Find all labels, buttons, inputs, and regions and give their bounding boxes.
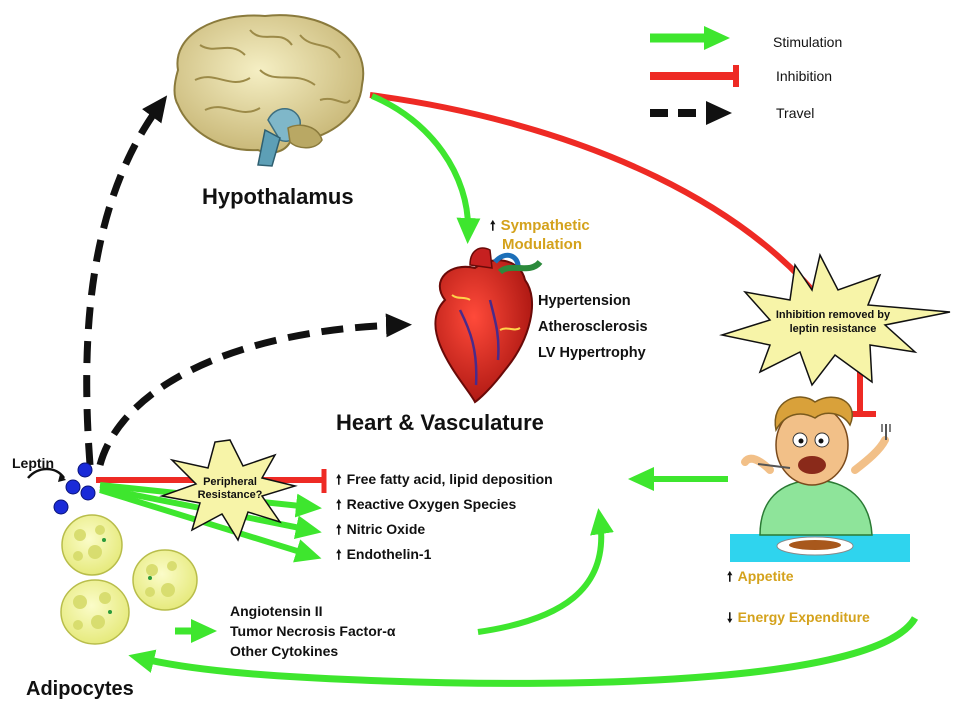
cytokines-list: Angiotensin II Tumor Necrosis Factor-α O… [230,601,396,661]
adipocyte-cluster [61,515,197,644]
adipocytes-label: Adipocytes [26,678,134,701]
leptin-to-brain-travel-arrow [87,105,160,465]
legend-travel-label: Travel [776,105,814,121]
energy-expenditure-label: 🠗Energy Expenditure [727,609,870,631]
person-eating-illustration [730,397,910,562]
increase-arrow-icon: 🠕 [490,218,496,233]
vascular-effect-item: 🠕Reactive Oxygen Species [336,492,553,517]
decrease-arrow-icon: 🠗 [727,610,733,625]
cytokine-item: Tumor Necrosis Factor-α [230,621,396,641]
increase-arrow-icon: 🠕 [336,522,342,537]
increase-arrow-icon: 🠕 [727,569,733,584]
hypothalamus-to-heart-arrow [372,96,468,232]
vascular-effect-item: 🠕Endothelin-1 [336,542,553,567]
heart-illustration [435,248,540,402]
heart-effects-list: Hypertension Atherosclerosis LV Hypertro… [538,288,648,366]
increase-arrow-icon: 🠕 [336,497,342,512]
heart-effect-item: Atherosclerosis [538,314,648,340]
heart-effect-item: Hypertension [538,288,648,314]
vascular-effect-item: 🠕Free fatty acid, lipid deposition [336,467,553,492]
increase-arrow-icon: 🠕 [336,547,342,562]
heart-vasculature-label: Heart & Vasculature [336,410,544,436]
vascular-effects-list: 🠕Free fatty acid, lipid deposition 🠕Reac… [336,467,553,567]
leptin-resistance-text: Inhibition removed by leptin resistance [758,308,908,336]
vascular-effect-item: 🠕Nitric Oxide [336,517,553,542]
leptin-to-heart-travel-arrow [100,325,400,465]
legend: Stimulation Inhibition Travel [650,34,842,121]
legend-stimulation-label: Stimulation [773,34,842,50]
increase-arrow-icon: 🠕 [336,472,342,487]
peripheral-resistance-text: Peripheral Resistance? [190,476,270,502]
brain-illustration [175,15,364,166]
heart-effect-item: LV Hypertrophy [538,340,648,366]
cytokine-item: Angiotensin II [230,601,396,621]
hypothalamus-label: Hypothalamus [202,184,354,210]
legend-inhibition-label: Inhibition [776,68,832,84]
sympathetic-modulation-label: 🠕Sympathetic Modulation [490,216,590,254]
appetite-label: 🠕Appetite [727,568,794,590]
leptin-label: Leptin [12,455,54,471]
cytokine-item: Other Cytokines [230,641,396,661]
